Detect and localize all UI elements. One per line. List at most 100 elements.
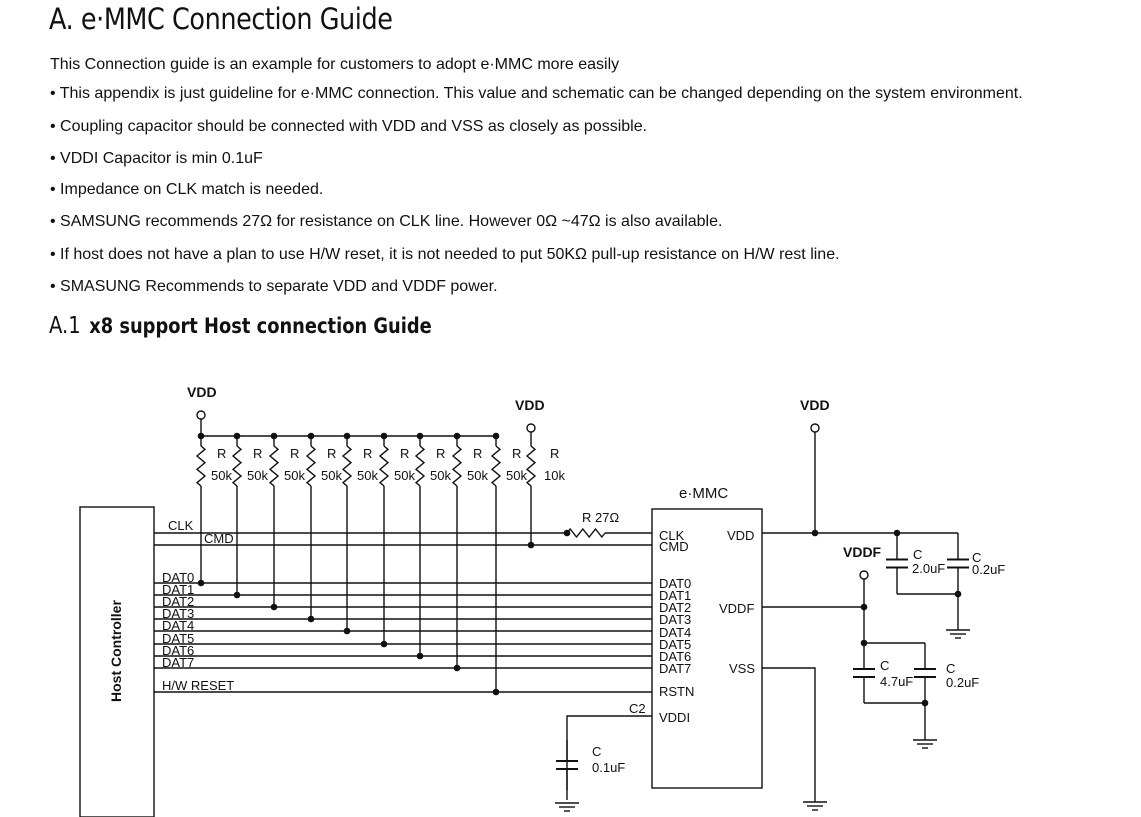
resistor-value-label: 50k	[506, 468, 527, 483]
junction-dot	[233, 591, 241, 599]
host-signal-label: DAT7	[162, 655, 194, 670]
junction-dot	[453, 432, 461, 440]
section-number: A.1	[49, 313, 81, 339]
resistor-name-label: R	[512, 446, 521, 461]
bullet-item: • Impedance on CLK match is needed.	[50, 181, 324, 198]
junction-dot	[492, 688, 500, 696]
capacitor-value-label: 0.2uF	[972, 562, 1005, 577]
resistor-value-label: 50k	[357, 468, 378, 483]
host-signal-label: DAT3	[162, 606, 194, 621]
capacitor-name-label: C	[913, 547, 922, 562]
resistor-name-label: R	[436, 446, 445, 461]
capacitor-value-label: 0.2uF	[946, 675, 979, 690]
vddf-terminal-icon	[859, 570, 869, 580]
bullet-item: • This appendix is just guideline for e·…	[50, 85, 1023, 102]
vddf-label: VDDF	[843, 544, 882, 560]
resistor-value-label: 50k	[394, 468, 415, 483]
resistor-name-label: R	[327, 446, 336, 461]
host-controller-label: Host Controller	[108, 600, 124, 702]
junction-dot	[893, 529, 901, 537]
host-signal-label: CLK	[168, 518, 194, 533]
section-title: x8 support Host connection Guide	[89, 314, 432, 338]
vdd-label: VDD	[187, 384, 217, 400]
emmc-pin-label: VDDF	[719, 601, 754, 616]
host-signal-label: CMD	[204, 531, 234, 546]
capacitor-value-label: 0.1uF	[592, 760, 625, 775]
junction-dot	[233, 432, 241, 440]
emmc-pin-label: VDD	[727, 528, 754, 543]
resistor-value-label: 50k	[321, 468, 342, 483]
capacitor-name-label: C	[592, 744, 601, 759]
resistor-name-label: R	[363, 446, 372, 461]
junction-dot	[811, 529, 819, 537]
emmc-pin-label: DAT3	[659, 612, 691, 627]
emmc-box	[651, 508, 763, 789]
vdd-terminal-icon	[196, 410, 206, 420]
pullup-resistor-icon	[305, 445, 317, 487]
bullet-item: • SAMSUNG recommends 27Ω for resistance …	[50, 213, 723, 230]
junction-dot	[416, 652, 424, 660]
resistor-name-label: R	[290, 446, 299, 461]
junction-dot	[197, 579, 205, 587]
vdd-terminal-icon	[526, 423, 536, 433]
host-signal-label: DAT2	[162, 594, 194, 609]
junction-dot	[954, 590, 962, 598]
junction-dot	[492, 432, 500, 440]
junction-dot	[453, 664, 461, 672]
emmc-pin-label: DAT2	[659, 600, 691, 615]
series-resistor-label: R 27Ω	[582, 510, 619, 525]
capacitor-value-label: 4.7uF	[880, 674, 913, 689]
junction-dot	[307, 432, 315, 440]
junction-dot	[270, 603, 278, 611]
junction-dot	[860, 639, 868, 647]
resistor-name-label: R	[400, 446, 409, 461]
pullup-resistor-icon	[195, 445, 207, 487]
capacitor-name-label: C	[946, 661, 955, 676]
pullup-resistor-icon	[451, 445, 463, 487]
junction-dot	[197, 432, 205, 440]
junction-dot	[527, 541, 535, 549]
vdd-label: VDD	[800, 397, 830, 413]
section-heading: A.1 x8 support Host connection Guide	[49, 313, 432, 339]
page-title: A. e·MMC Connection Guide	[49, 2, 393, 36]
host-controller-box	[79, 506, 155, 817]
resistor-name-label: R	[473, 446, 482, 461]
bullet-item: • SMASUNG Recommends to separate VDD and…	[50, 278, 498, 295]
emmc-pin-label: DAT6	[659, 649, 691, 664]
host-signal-label: DAT1	[162, 582, 194, 597]
resistor-value-label: 10k	[544, 468, 565, 483]
pullup-resistor-icon	[341, 445, 353, 487]
intro-text: This Connection guide is an example for …	[50, 56, 620, 73]
pullup-resistor-icon	[378, 445, 390, 487]
junction-dot	[343, 627, 351, 635]
junction-dot	[343, 432, 351, 440]
emmc-label: e·MMC	[679, 485, 728, 502]
capacitor-name-label: C	[880, 658, 889, 673]
host-signal-label: DAT4	[162, 618, 194, 633]
bullet-item: • If host does not have a plan to use H/…	[50, 246, 840, 263]
resistor-value-label: 50k	[430, 468, 451, 483]
emmc-pin-label: DAT4	[659, 625, 691, 640]
junction-dot	[270, 432, 278, 440]
pullup-resistor-icon	[268, 445, 280, 487]
emmc-pin-label: DAT0	[659, 576, 691, 591]
emmc-pin-label: DAT1	[659, 588, 691, 603]
host-signal-label: DAT0	[162, 570, 194, 585]
emmc-pin-label: VSS	[729, 661, 755, 676]
host-signal-label: DAT5	[162, 631, 194, 646]
resistor-name-label: R	[253, 446, 262, 461]
junction-dot	[380, 432, 388, 440]
pullup-resistor-icon	[525, 445, 537, 487]
resistor-name-label: R	[217, 446, 226, 461]
emmc-pin-label: CLK	[659, 528, 685, 543]
junction-dot	[563, 529, 571, 537]
junction-dot	[307, 615, 315, 623]
wire	[566, 715, 652, 800]
emmc-pin-label: DAT7	[659, 661, 691, 676]
emmc-pin-label: VDDI	[659, 710, 690, 725]
resistor-name-label: R	[550, 446, 559, 461]
net-label: C2	[629, 701, 646, 716]
emmc-pin-label: CMD	[659, 539, 689, 554]
vdd-label: VDD	[515, 397, 545, 413]
resistor-value-label: 50k	[211, 468, 232, 483]
